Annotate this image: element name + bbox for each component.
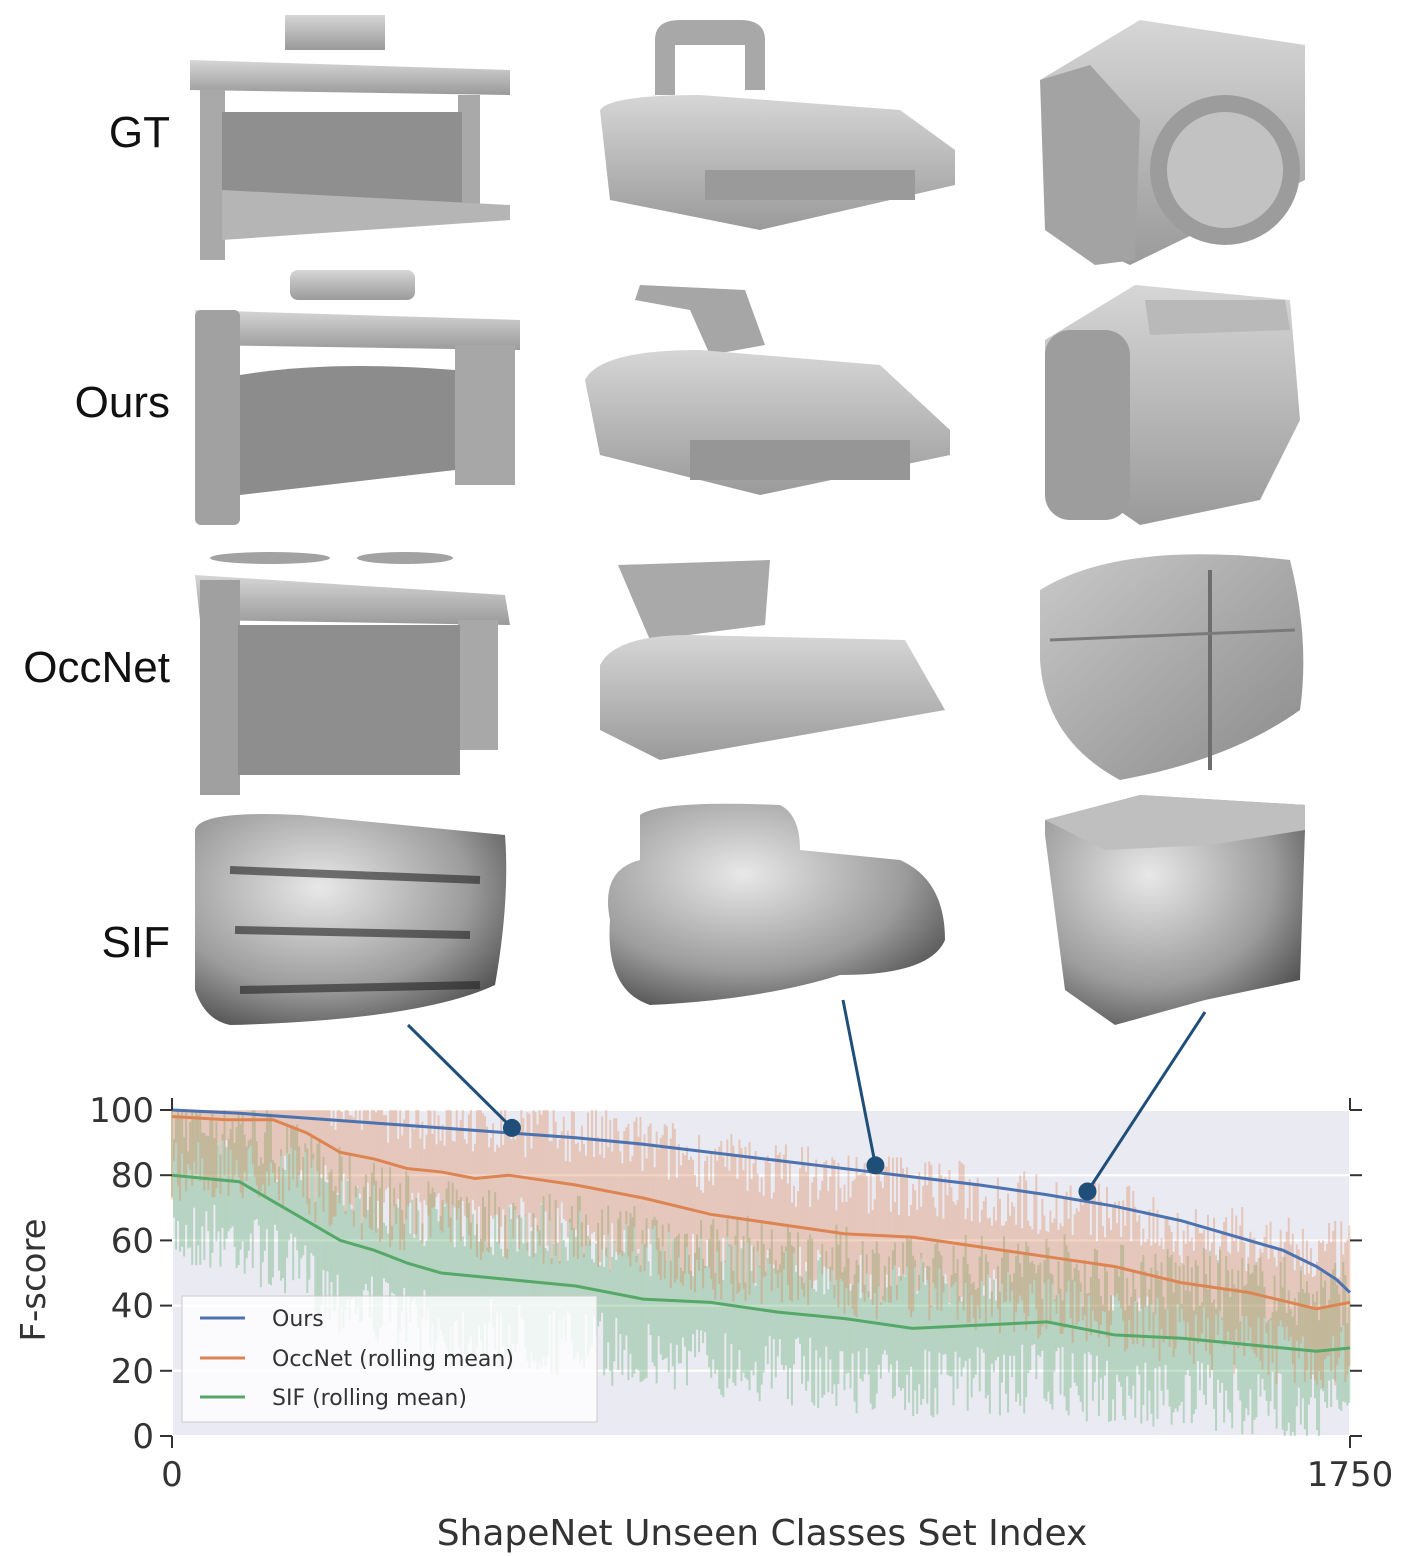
series-line-occnet: [171, 1115, 1351, 1311]
row-label-occnet: OccNet: [23, 643, 170, 692]
sif-printer-render: [608, 803, 945, 1005]
y-tick-label: 0: [132, 1417, 154, 1457]
legend-label-ours: Ours: [272, 1307, 324, 1332]
row-label-sif: SIF: [101, 918, 170, 967]
sif-camera-render: [1045, 795, 1305, 1025]
pointer-line: [406, 1023, 513, 1129]
occnet-printer-render: [600, 560, 945, 760]
row-label-gt: GT: [108, 108, 170, 157]
ours-printer-render: [585, 285, 950, 495]
series-line-ours: [171, 1108, 1352, 1294]
gt-piano-render: [190, 15, 510, 260]
series-line-sif: [171, 1173, 1351, 1353]
legend-label-occnet: OccNet (rolling mean): [272, 1347, 514, 1372]
pointer-line: [1086, 1011, 1207, 1193]
x-tick-label: 1750: [1307, 1455, 1394, 1495]
pointer-line: [841, 999, 877, 1166]
x-axis-label: ShapeNet Unseen Classes Set Index: [437, 1513, 1088, 1554]
occnet-camera-render: [1040, 554, 1304, 780]
highlighted-point: [1078, 1182, 1097, 1201]
sif-piano-render: [195, 814, 507, 1025]
gt-printer-render: [600, 20, 955, 230]
row-label-ours: Ours: [74, 378, 170, 427]
y-tick-label: 80: [111, 1156, 154, 1196]
pointer-lines: [406, 999, 1207, 1201]
y-tick-label: 20: [111, 1352, 154, 1392]
occnet-piano-render: [195, 552, 510, 795]
shape-grid: [190, 15, 1305, 1025]
legend-label-sif: SIF (rolling mean): [272, 1386, 467, 1411]
y-axis-label: F-score: [14, 1218, 54, 1341]
ours-piano-render: [195, 270, 520, 525]
ours-camera-render: [1045, 285, 1300, 525]
axis-ticks: 0 20 40 60 80 100 0 1750: [89, 1091, 1393, 1495]
highlighted-point: [866, 1156, 885, 1175]
y-tick-label: 40: [111, 1287, 154, 1327]
highlighted-point: [502, 1118, 521, 1137]
gt-camera-render: [1040, 20, 1305, 265]
x-tick-label: 0: [161, 1455, 183, 1495]
y-tick-label: 60: [111, 1221, 154, 1261]
legend: Ours OccNet (rolling mean) SIF (rolling …: [181, 1295, 598, 1423]
series-lines: [171, 1108, 1352, 1353]
y-tick-label: 100: [89, 1091, 154, 1131]
